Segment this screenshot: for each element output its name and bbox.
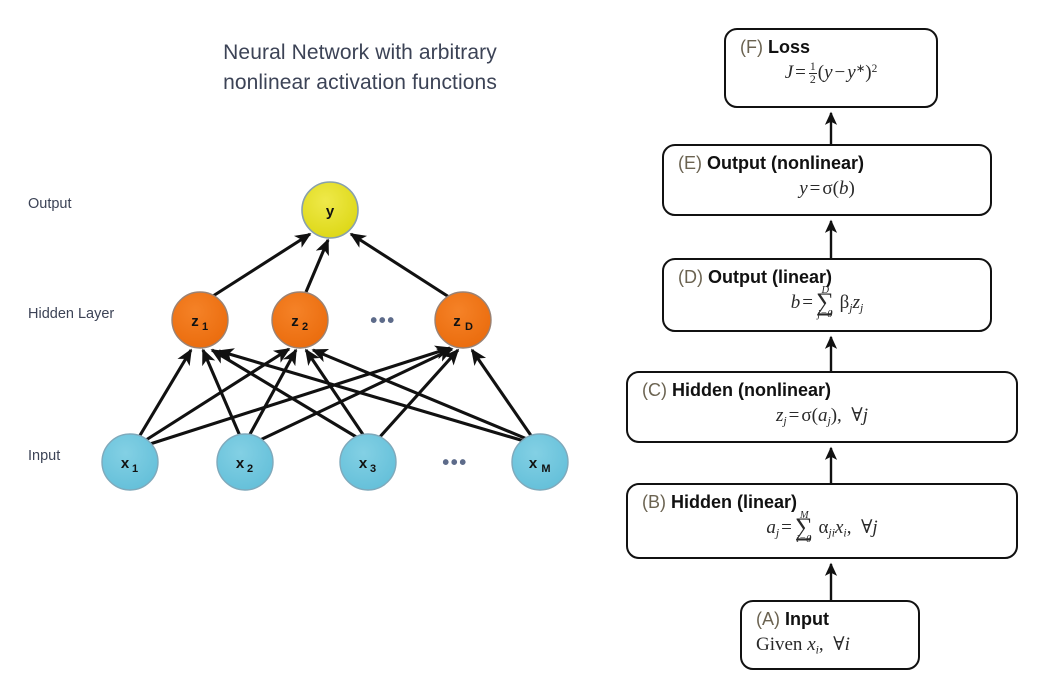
edge-xM-z2 bbox=[311, 348, 528, 441]
flow-box-output-nonlinear-equation: y=σ(b) bbox=[799, 177, 855, 199]
edge-z1-y bbox=[212, 232, 312, 298]
node-x1-sub: 1 bbox=[132, 463, 138, 475]
node-y[interactable]: y bbox=[301, 181, 359, 239]
edge-x3-z2 bbox=[304, 348, 366, 437]
node-z1[interactable]: z 1 bbox=[171, 291, 229, 349]
flow-box-input-tag: (A) bbox=[756, 609, 780, 629]
flow-box-output-nonlinear-tag: (E) bbox=[678, 153, 702, 173]
node-z1-label: z bbox=[191, 313, 199, 330]
flow-box-loss-tag: (F) bbox=[740, 37, 763, 57]
layer-label-output: Output bbox=[28, 196, 72, 212]
edge-xM-z1 bbox=[217, 348, 525, 443]
flow-box-hidden-nonlinear[interactable]: (C) Hidden (nonlinear) zj=σ(aj), ∀j bbox=[626, 371, 1018, 443]
node-zD-sub: D bbox=[465, 321, 473, 333]
figure-title-line-1: Neural Network with arbitrary bbox=[223, 41, 497, 64]
flow-box-input-equation: Given xi, ∀i bbox=[756, 632, 850, 656]
network-graph: y z 1 z 2 z D x 1 x 2 bbox=[101, 181, 569, 491]
edge-x2-zD bbox=[257, 347, 454, 443]
flow-box-output-nonlinear-name: Output (nonlinear) bbox=[707, 153, 864, 173]
flow-box-hidden-linear-equation: aj=M∑i=0 αjixi, ∀j bbox=[766, 510, 878, 546]
flow-box-hidden-nonlinear-equation: zj=σ(aj), ∀j bbox=[775, 403, 869, 427]
node-y-label: y bbox=[326, 203, 335, 220]
node-x2-label: x bbox=[236, 455, 245, 472]
flow-box-hidden-nonlinear-heading: (C) Hidden (nonlinear) bbox=[642, 380, 1002, 402]
edge-z2-y bbox=[304, 238, 330, 293]
node-zD-label: z bbox=[453, 313, 461, 330]
flow-box-output-linear-tag: (D) bbox=[678, 267, 703, 287]
edge-x3-z1 bbox=[210, 348, 359, 440]
flow-box-loss-name: Loss bbox=[768, 37, 811, 57]
node-xM-label: x bbox=[529, 455, 538, 472]
node-x1-label: x bbox=[121, 455, 130, 472]
node-z2-label: z bbox=[291, 313, 299, 330]
node-x1[interactable]: x 1 bbox=[101, 433, 159, 491]
node-x2-sub: 2 bbox=[247, 463, 253, 475]
edge-x1-z2 bbox=[145, 347, 291, 442]
edges-hidden-to-output bbox=[212, 232, 450, 299]
flow-box-hidden-linear-name: Hidden (linear) bbox=[671, 492, 798, 512]
node-xM-sub: M bbox=[541, 463, 550, 475]
node-z1-sub: 1 bbox=[202, 321, 208, 333]
flow-box-input-heading: (A) Input bbox=[756, 609, 904, 631]
node-z2-sub: 2 bbox=[302, 321, 308, 333]
layer-label-input: Input bbox=[28, 448, 61, 464]
node-zD[interactable]: z D bbox=[434, 291, 492, 349]
edge-xM-zD bbox=[470, 348, 534, 438]
flow-box-output-nonlinear[interactable]: (E) Output (nonlinear) y=σ(b) bbox=[662, 144, 992, 216]
edge-zD-y bbox=[349, 232, 450, 299]
node-x3-label: x bbox=[359, 455, 368, 472]
flow-box-output-linear-name: Output (linear) bbox=[708, 267, 833, 287]
flow-box-loss-heading: (F) Loss bbox=[740, 37, 922, 59]
input-layer-ellipsis: ••• bbox=[442, 452, 468, 474]
flow-box-input[interactable]: (A) Input Given xi, ∀i bbox=[740, 600, 920, 670]
flow-box-hidden-nonlinear-tag: (C) bbox=[642, 380, 667, 400]
flow-box-output-linear[interactable]: (D) Output (linear) b=D∑j=0 βjzj bbox=[662, 258, 992, 332]
flow-box-output-nonlinear-heading: (E) Output (nonlinear) bbox=[678, 153, 976, 175]
figure-title-line-2: nonlinear activation functions bbox=[223, 71, 497, 95]
edge-x1-zD bbox=[149, 345, 452, 446]
edge-x1-z1 bbox=[137, 348, 193, 438]
node-x3[interactable]: x 3 bbox=[339, 433, 397, 491]
node-x3-sub: 3 bbox=[370, 463, 376, 475]
layer-label-hidden-layer: Hidden Layer bbox=[28, 306, 115, 322]
node-z2[interactable]: z 2 bbox=[271, 291, 329, 349]
hidden-layer-ellipsis: ••• bbox=[370, 310, 396, 332]
flow-box-input-name: Input bbox=[785, 609, 829, 629]
edge-x2-z1 bbox=[201, 348, 242, 437]
node-xM[interactable]: x M bbox=[511, 433, 569, 491]
flow-box-hidden-nonlinear-name: Hidden (nonlinear) bbox=[672, 380, 832, 400]
edges-input-to-hidden bbox=[137, 345, 534, 446]
flow-box-output-linear-heading: (D) Output (linear) bbox=[678, 267, 976, 289]
figure-title: Neural Network with arbitrary nonlinear … bbox=[160, 38, 560, 99]
flow-box-hidden-linear-tag: (B) bbox=[642, 492, 666, 512]
flow-box-output-linear-equation: b=D∑j=0 βjzj bbox=[790, 285, 864, 321]
flow-box-hidden-linear[interactable]: (B) Hidden (linear) aj=M∑i=0 αjixi, ∀j bbox=[626, 483, 1018, 559]
node-x2[interactable]: x 2 bbox=[216, 433, 274, 491]
edge-x2-z2 bbox=[247, 348, 298, 437]
flow-box-hidden-linear-heading: (B) Hidden (linear) bbox=[642, 492, 1002, 514]
